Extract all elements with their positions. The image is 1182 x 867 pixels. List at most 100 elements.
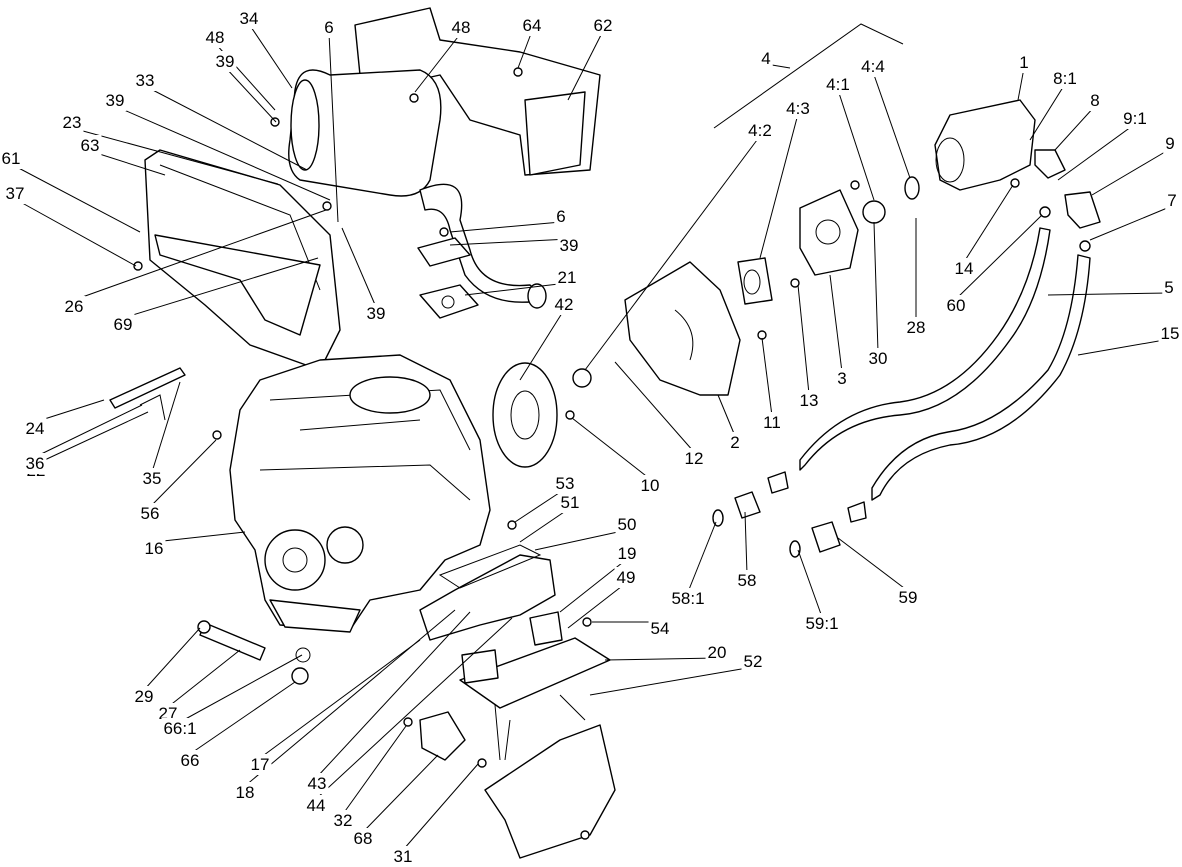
leader-12 xyxy=(614,361,695,453)
leader-34 xyxy=(248,23,293,89)
callout-bg-59-1 xyxy=(803,613,841,634)
callout-18: 18 xyxy=(236,783,255,802)
callout-bg-56 xyxy=(138,503,162,524)
adapter-plate xyxy=(799,189,859,276)
fitting-66 xyxy=(291,667,309,685)
callout-56: 56 xyxy=(141,504,160,523)
callout-36: 36 xyxy=(26,454,45,473)
callout-42: 42 xyxy=(555,295,574,314)
callout-50: 50 xyxy=(618,515,637,534)
callout-16: 16 xyxy=(145,539,164,558)
exhaust-pipe xyxy=(419,183,546,303)
callout-28: 28 xyxy=(907,318,926,337)
callout-bg-4 xyxy=(759,48,773,69)
callout-bg-6a xyxy=(322,17,336,38)
bolt-54 xyxy=(582,617,592,627)
callout-6b: 6 xyxy=(556,207,565,226)
leader-8 xyxy=(1054,105,1096,151)
leader-39d xyxy=(341,227,377,308)
bolt-37 xyxy=(133,261,143,271)
leader-52 xyxy=(589,666,754,696)
callout-bg-5 xyxy=(1162,277,1176,298)
callout-31: 31 xyxy=(394,847,413,866)
leader-11 xyxy=(761,337,773,417)
leader-39b xyxy=(114,105,331,201)
callout-bg-43 xyxy=(305,773,329,794)
frame-plate-52 xyxy=(484,724,616,859)
callout-44: 44 xyxy=(307,796,326,815)
callout-bg-7 xyxy=(1165,190,1179,211)
callout-bg-34 xyxy=(237,8,261,29)
leader-60 xyxy=(955,214,1043,300)
spider-coupler xyxy=(572,368,592,388)
callout-bg-1 xyxy=(1017,52,1031,73)
leader-58-1 xyxy=(687,521,717,593)
callout-10: 10 xyxy=(641,476,660,495)
leader-39c xyxy=(449,238,570,246)
callout-bg-63 xyxy=(78,135,102,156)
pump-sprocket xyxy=(862,200,886,224)
callout-8-1: 8:1 xyxy=(1053,69,1077,88)
callout-12: 12 xyxy=(685,449,704,468)
callout-bg-36 xyxy=(23,453,47,474)
callout-13: 13 xyxy=(800,391,819,410)
callout-4-4: 4:4 xyxy=(861,57,885,76)
hydraulic-pump xyxy=(934,99,1036,191)
callout-21: 21 xyxy=(558,268,577,287)
callout-7: 7 xyxy=(1167,191,1176,210)
callout-59: 59 xyxy=(899,588,918,607)
leader-15 xyxy=(1077,338,1171,356)
callout-68: 68 xyxy=(354,829,373,848)
callout-bg-44 xyxy=(304,795,328,816)
callout-19: 19 xyxy=(618,544,637,563)
group-4-bracket xyxy=(713,23,904,129)
callout-23: 23 xyxy=(63,113,82,132)
callout-bg-21 xyxy=(555,267,579,288)
leader-36 xyxy=(34,404,143,458)
callout-bg-3 xyxy=(835,368,849,389)
parts-drawing xyxy=(109,7,1101,859)
bolt-32 xyxy=(403,717,413,727)
leader-1 xyxy=(1017,67,1025,101)
leader-14 xyxy=(963,184,1014,263)
callout-bg-50 xyxy=(615,514,639,535)
leader-20 xyxy=(604,657,718,661)
leader-42 xyxy=(519,309,565,381)
callout-4-3: 4:3 xyxy=(786,99,810,118)
callout-26: 26 xyxy=(65,297,84,316)
callout-bg-4-1 xyxy=(824,74,852,95)
callout-32: 32 xyxy=(334,811,353,830)
callout-bg-33 xyxy=(133,70,157,91)
callout-bg-10 xyxy=(638,475,662,496)
callout-43: 43 xyxy=(308,774,327,793)
leader-50 xyxy=(534,529,628,551)
callout-bg-26 xyxy=(62,296,86,317)
callout-9: 9 xyxy=(1165,134,1174,153)
fitting-56 xyxy=(212,430,222,440)
nut-53 xyxy=(507,520,517,530)
callout-53: 53 xyxy=(556,474,575,493)
callout-bg-2 xyxy=(728,432,742,453)
o-ring-58-1 xyxy=(712,509,724,527)
leader-4-3 xyxy=(759,113,799,259)
leader-66 xyxy=(189,681,296,755)
callout-48a: 48 xyxy=(206,28,225,47)
washer-48 xyxy=(270,117,280,127)
alternator xyxy=(326,526,364,564)
callout-bg-13 xyxy=(797,390,821,411)
leader-29 xyxy=(143,627,201,691)
leader-59-1 xyxy=(797,549,823,618)
callout-bg-16 xyxy=(142,538,166,559)
engine-mount-bracket xyxy=(419,554,556,641)
fitting-59 xyxy=(811,521,841,553)
exhaust-gasket xyxy=(419,284,479,319)
leader-13 xyxy=(797,284,810,395)
leader-9-1 xyxy=(1057,123,1136,181)
callout-bg-8-1 xyxy=(1051,68,1079,89)
callout-69: 69 xyxy=(114,315,133,334)
hose-clamp-58 xyxy=(767,471,789,494)
callout-37: 37 xyxy=(6,184,25,203)
throttle-linkage xyxy=(109,367,186,409)
engine-pulley xyxy=(264,529,326,591)
